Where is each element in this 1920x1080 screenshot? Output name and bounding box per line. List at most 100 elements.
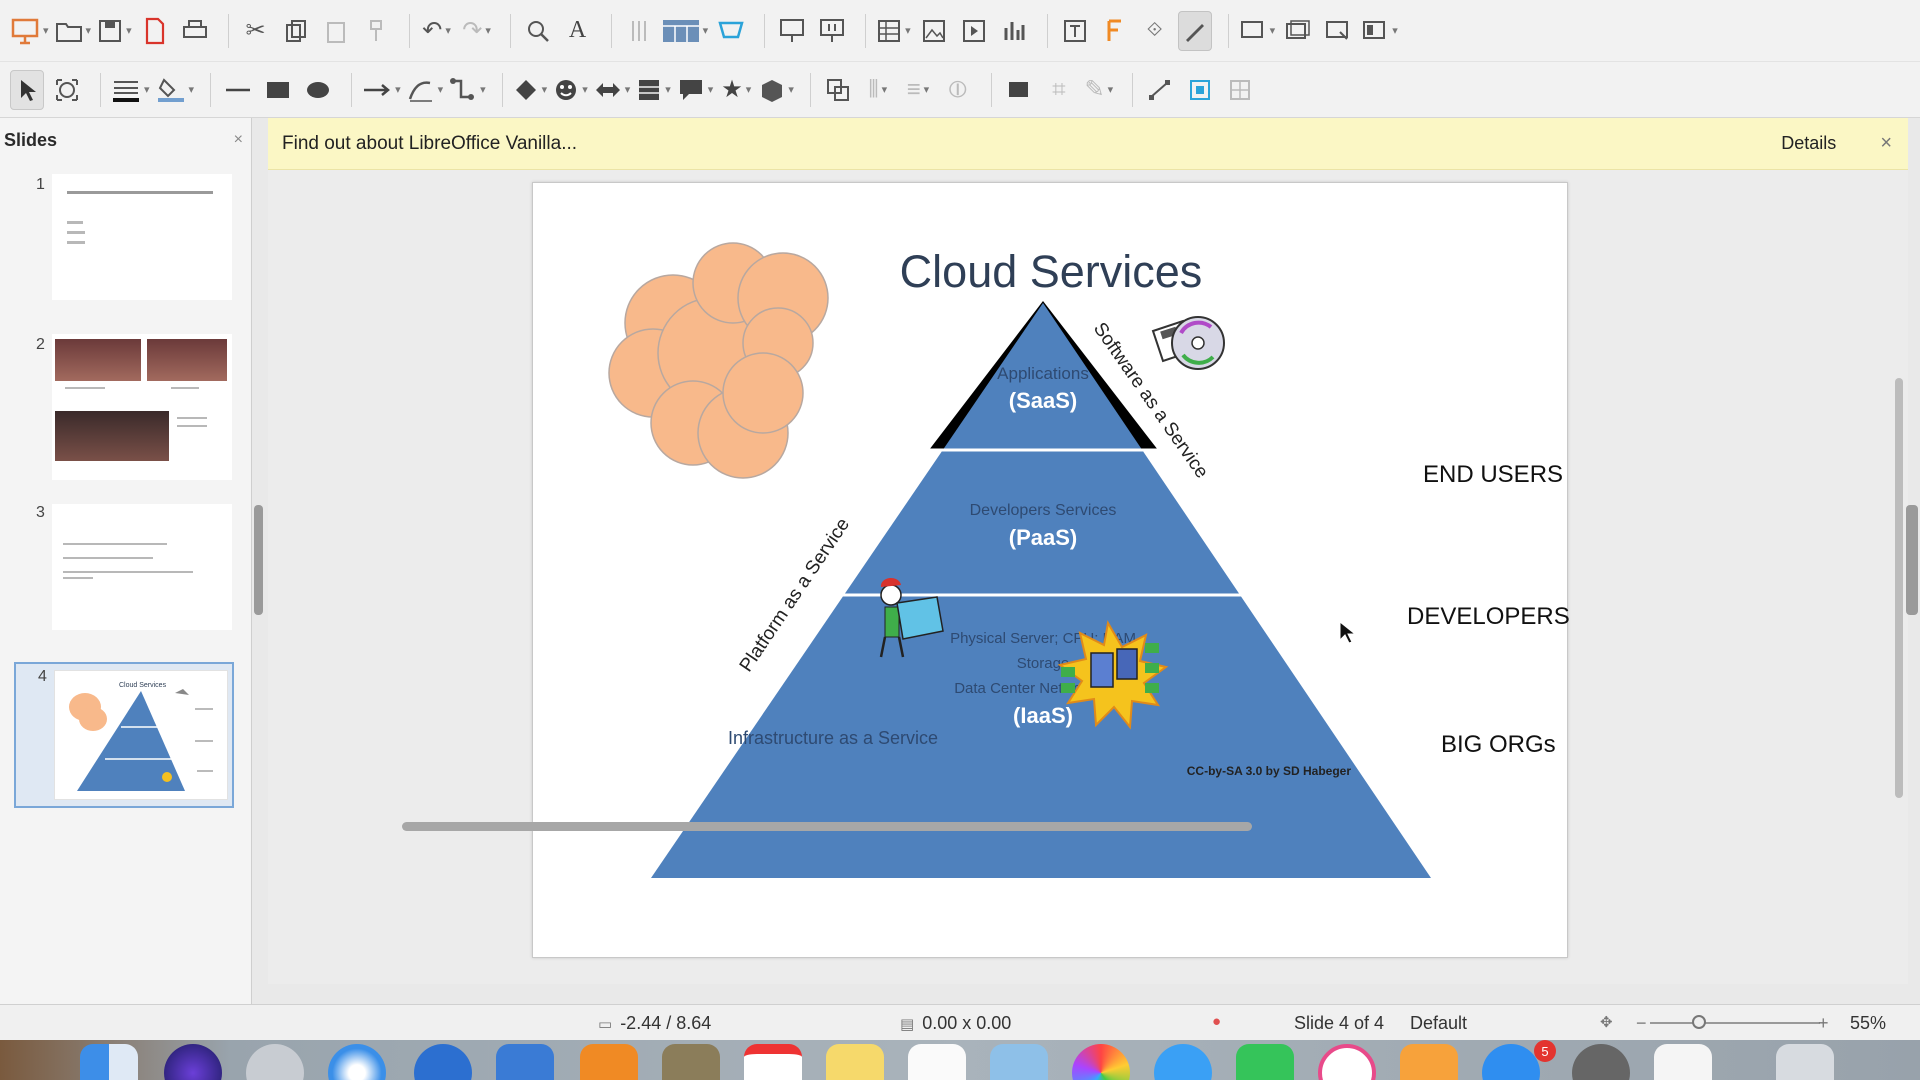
rotate-icon[interactable] (821, 70, 855, 110)
app-store-icon[interactable] (1482, 1044, 1540, 1080)
paste-icon[interactable] (319, 11, 353, 51)
show-draw-functions-icon[interactable] (1177, 10, 1212, 51)
table-icon[interactable]: ▾ (876, 11, 911, 51)
start-current-slide-icon[interactable] (815, 11, 849, 51)
siri-icon[interactable] (164, 1044, 222, 1080)
new-slide-icon[interactable]: ▾ (1239, 11, 1275, 51)
preview-icon[interactable] (990, 1044, 1048, 1080)
chart-icon[interactable] (997, 11, 1031, 51)
line-icon[interactable] (221, 70, 255, 110)
slide-thumbnail-1[interactable]: 1 (0, 174, 252, 314)
curve-icon[interactable]: ▾ (407, 70, 443, 110)
vertical-scrollbar[interactable] (1895, 378, 1903, 798)
horizontal-scrollbar[interactable] (402, 822, 1252, 831)
redo-icon[interactable]: ↷▾ (462, 17, 491, 44)
symbol-shapes-icon[interactable]: ▾ (553, 70, 588, 110)
slide-canvas[interactable]: Applications (SaaS) Developers Services … (532, 182, 1570, 958)
arrange-icon[interactable]: ≡▾ (906, 75, 930, 103)
crop-icon[interactable]: ⌗ (1052, 75, 1066, 103)
copy-icon[interactable] (279, 11, 313, 51)
display-views-icon[interactable]: ▾ (662, 11, 708, 51)
zoom-in-icon[interactable]: + (1818, 1013, 1829, 1033)
cut-icon[interactable]: ✂ (245, 17, 266, 44)
print-icon[interactable] (178, 11, 212, 51)
keynote-icon[interactable] (496, 1044, 554, 1080)
stars-icon[interactable]: ★▾ (721, 76, 752, 103)
media-icon[interactable] (957, 11, 991, 51)
master-slide-icon[interactable] (714, 11, 748, 51)
ellipse-icon[interactable] (301, 70, 335, 110)
block-arrows-icon[interactable]: ▾ (594, 70, 630, 110)
grid-icon[interactable] (622, 11, 656, 51)
filter-icon[interactable]: ✎▾ (1084, 76, 1114, 103)
ibooks-icon[interactable] (1400, 1044, 1458, 1080)
document-modified-indicator[interactable]: ● (1212, 1013, 1229, 1030)
infobar-message[interactable]: Find out about LibreOffice Vanilla... (282, 132, 578, 154)
start-first-slide-icon[interactable] (775, 11, 809, 51)
image-icon[interactable] (917, 11, 951, 51)
system-preferences-icon[interactable] (580, 1044, 638, 1080)
zoom-slider-handle[interactable] (1692, 1015, 1706, 1029)
slides-pane-resize-handle[interactable] (254, 505, 263, 615)
save-icon[interactable]: ▾ (97, 11, 132, 51)
slide-number: 1 (36, 176, 45, 193)
itunes-icon[interactable] (1318, 1044, 1376, 1080)
hyperlink-icon[interactable]: ⟐ (1146, 19, 1163, 41)
zoom-level[interactable]: 55% (1850, 1013, 1886, 1034)
export-pdf-icon[interactable] (138, 11, 172, 51)
stickies-icon[interactable] (826, 1044, 884, 1080)
messages-icon[interactable] (1154, 1044, 1212, 1080)
basic-shapes-icon[interactable]: ▾ (513, 70, 547, 110)
select-icon[interactable] (10, 69, 44, 110)
zoom-pan-icon[interactable] (50, 70, 84, 110)
slide-thumbnail-4[interactable]: 4 Cloud Services (14, 662, 234, 808)
glue-points-icon[interactable] (1183, 70, 1217, 110)
toggle-extrusion-icon[interactable] (1223, 70, 1257, 110)
undo-icon[interactable]: ↶▾ (422, 17, 451, 44)
mail-icon[interactable] (414, 1044, 472, 1080)
facetime-icon[interactable] (1236, 1044, 1294, 1080)
calendar-icon[interactable] (744, 1044, 802, 1080)
3d-objects-icon[interactable]: ▾ (759, 70, 794, 110)
photos-icon[interactable] (1072, 1044, 1130, 1080)
text-box-icon[interactable] (1058, 11, 1092, 51)
launchpad-icon[interactable] (246, 1044, 304, 1080)
settings-gear-icon[interactable] (1572, 1044, 1630, 1080)
document-icon[interactable] (1654, 1044, 1712, 1080)
align-icon[interactable]: ⫴▾ (868, 75, 888, 103)
find-replace-icon[interactable] (521, 11, 555, 51)
open-folder-icon[interactable]: ▾ (55, 11, 91, 51)
zoom-out-icon[interactable]: − (1636, 1013, 1647, 1033)
details-button[interactable]: Details (1781, 133, 1837, 153)
points-icon[interactable] (1143, 70, 1177, 110)
flowchart-icon[interactable]: ▾ (636, 70, 671, 110)
fill-color-icon[interactable]: ▾ (156, 70, 194, 110)
delete-slide-icon[interactable] (1321, 11, 1355, 51)
master-slide-name[interactable]: Default (1410, 1013, 1467, 1034)
safari-icon[interactable] (328, 1044, 386, 1080)
fontwork-icon[interactable] (1098, 11, 1132, 51)
rectangle-icon[interactable] (261, 70, 295, 110)
close-slides-pane-icon[interactable]: × (233, 131, 243, 148)
clone-formatting-icon[interactable] (359, 11, 393, 51)
arrow-line-icon[interactable]: ▾ (362, 70, 401, 110)
connector-icon[interactable]: ▾ (449, 70, 486, 110)
slide-thumbnail-2[interactable]: 2 (0, 334, 252, 480)
trash-icon[interactable] (1776, 1044, 1834, 1080)
distribute-icon[interactable]: ⦶ (949, 75, 967, 103)
callouts-icon[interactable]: ▾ (677, 70, 713, 110)
spelling-icon[interactable]: A (568, 17, 587, 43)
slide-thumbnail-3[interactable]: 3 (0, 504, 252, 644)
finder-icon[interactable] (80, 1044, 138, 1080)
fit-slide-button[interactable]: ✥ (1600, 1013, 1621, 1031)
duplicate-slide-icon[interactable] (1281, 11, 1315, 51)
reminders-icon[interactable] (908, 1044, 966, 1080)
presentation-icon[interactable]: ▾ (10, 11, 49, 51)
line-color-icon[interactable]: ▾ (111, 70, 150, 110)
zoom-slider[interactable] (1650, 1022, 1820, 1024)
notes-icon[interactable] (662, 1044, 720, 1080)
close-infobar-icon[interactable]: × (1880, 132, 1892, 154)
slide-layout-icon[interactable]: ▾ (1361, 11, 1398, 51)
shadow-icon[interactable] (1002, 70, 1036, 110)
sidebar-resize-handle[interactable] (1906, 505, 1918, 615)
